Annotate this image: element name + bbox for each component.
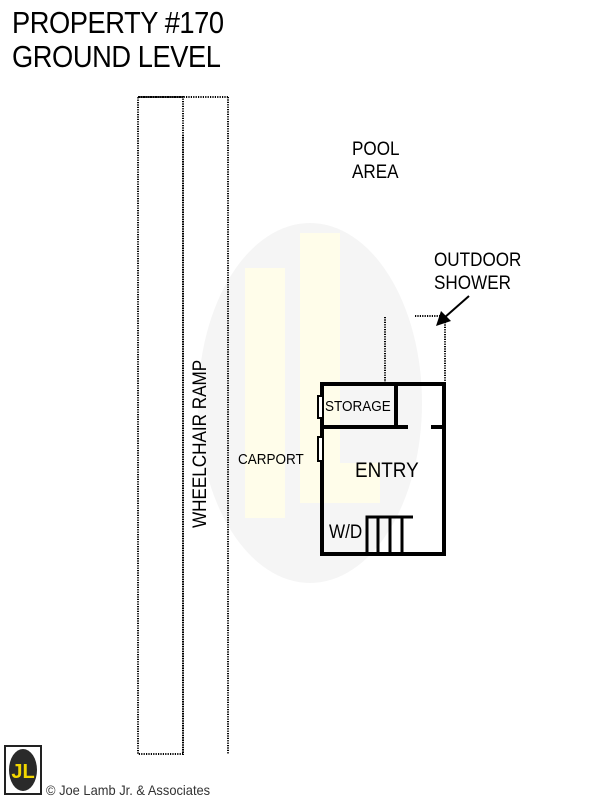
- label-outdoor-shower-2: SHOWER: [434, 273, 511, 294]
- label-outdoor-shower-1: OUTDOOR: [434, 250, 522, 271]
- label-storage: STORAGE: [325, 398, 391, 415]
- jl-logo-icon: JL: [9, 749, 37, 791]
- page-title-line1: PROPERTY #170: [12, 5, 224, 40]
- label-pool-area-1: POOL: [352, 139, 400, 160]
- shower-outline: [384, 315, 446, 383]
- label-wheelchair-ramp: WHEELCHAIR RAMP: [190, 359, 211, 528]
- svg-text:JL: JL: [11, 761, 34, 783]
- building-walls: [320, 382, 446, 556]
- window-marks: [317, 395, 324, 462]
- stairs: [365, 515, 413, 554]
- label-entry: ENTRY: [355, 459, 419, 482]
- label-pool-area-2: AREA: [352, 162, 399, 183]
- label-carport: CARPORT: [238, 451, 304, 468]
- page-title-line2: GROUND LEVEL: [12, 39, 221, 74]
- outdoor-shower-arrow-icon: [436, 295, 470, 326]
- ramp-outline: [137, 96, 229, 755]
- label-washer-dryer: W/D: [329, 522, 363, 543]
- copyright-text: © Joe Lamb Jr. & Associates: [46, 782, 211, 798]
- jl-logo: JL: [4, 745, 42, 795]
